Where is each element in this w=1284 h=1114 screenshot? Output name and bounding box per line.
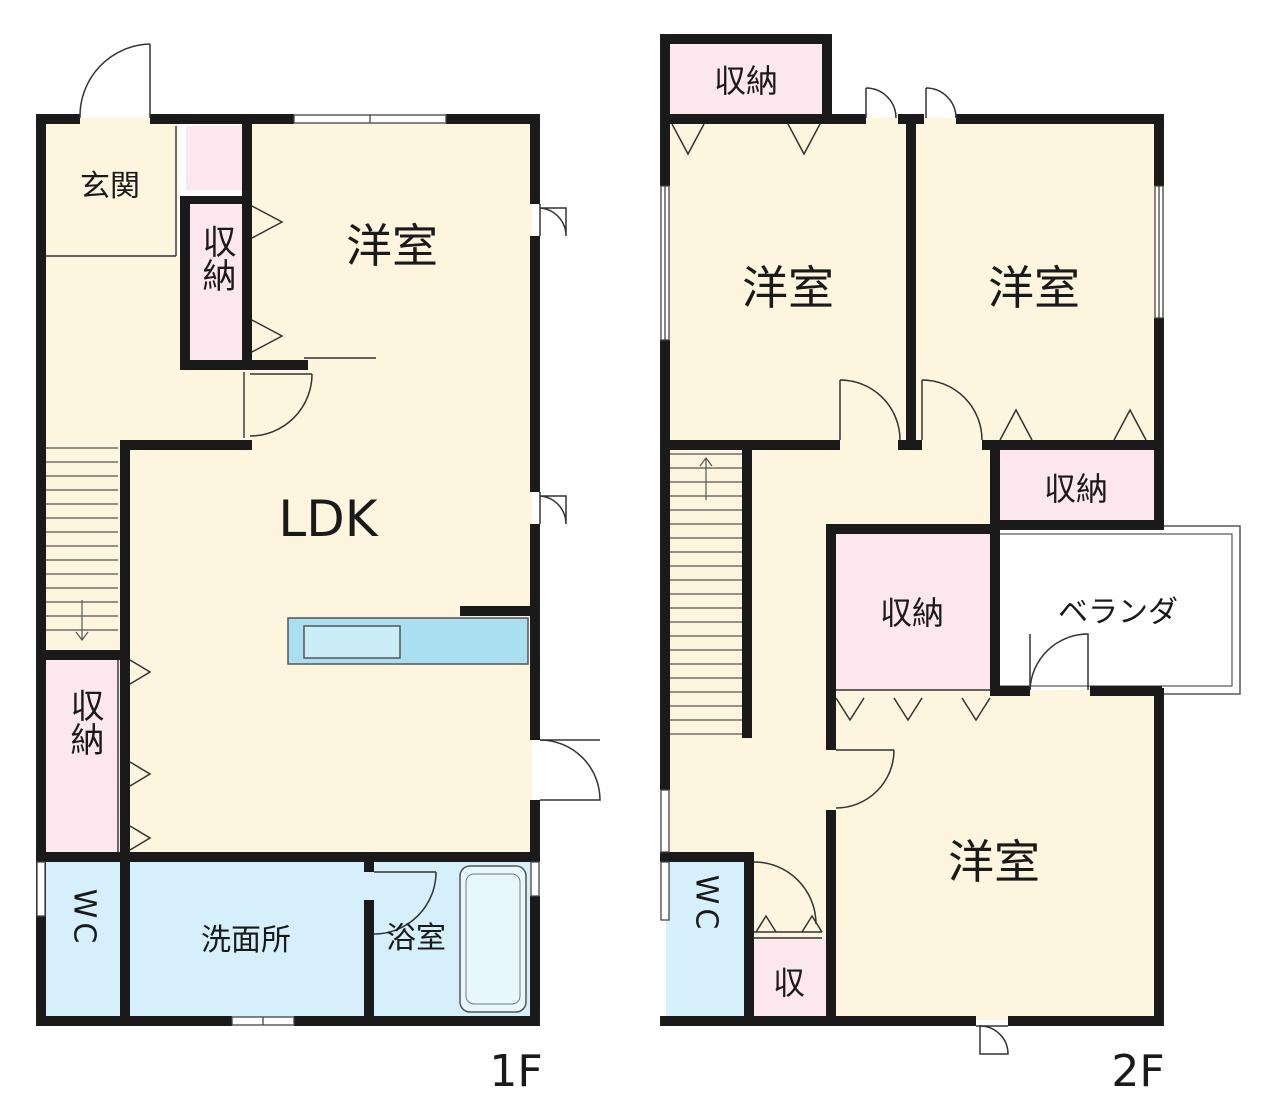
floor-label-1f: 1F: [489, 1046, 542, 1097]
floor-label-2f: 2F: [1111, 1046, 1164, 1097]
storage-top-small: [186, 126, 242, 190]
washroom-label: 洗面所: [201, 923, 291, 958]
walls-1f: [36, 114, 540, 1026]
storage-small-label-2f: 収: [773, 964, 805, 1002]
storage-left-label-1f: 収納: [64, 688, 104, 756]
bathtub: [459, 865, 527, 1013]
western-room-b-label: 洋室: [988, 261, 1080, 315]
windows-1f: [36, 114, 540, 1026]
washroom-area: [124, 858, 370, 1020]
wc-area-2f: [666, 858, 748, 1020]
thin-lines-1f: [46, 126, 376, 852]
storage-center-label-2f: 収納: [880, 594, 944, 632]
doors-1f: [79, 43, 601, 935]
western-room-area: [250, 118, 532, 362]
veranda-label: ベランダ: [1058, 595, 1178, 630]
storage-center-area-2f: [832, 530, 994, 690]
bathroom-label: 浴室: [386, 921, 446, 956]
ldk-label: LDK: [278, 490, 378, 548]
storage-mid-label-2f: 収納: [1044, 470, 1108, 508]
western-room-c-area: [832, 690, 1158, 1020]
stairs-2f: [670, 453, 742, 735]
storage-mid-area-2f: [996, 448, 1158, 526]
doors-2f: [671, 87, 1147, 1055]
wc-label-1f: WC: [67, 889, 102, 948]
western-room-b-area: [912, 118, 1158, 448]
bathtub-inner: [465, 873, 521, 1005]
western-room-label-1f: 洋室: [346, 219, 438, 273]
floor-1: 玄関 洋室 収納 LDK 収納 WC 洗面所 浴室 1F: [36, 43, 601, 1097]
storage-top-area-2f: [666, 40, 826, 118]
western-room-c-label: 洋室: [948, 835, 1040, 889]
windows-2f: [660, 185, 1164, 921]
wc-area: [40, 858, 124, 1020]
kitchen-sink: [303, 625, 401, 659]
western-room-a-area: [666, 118, 906, 448]
storage-small-area-2f: [752, 940, 826, 1020]
storage-top-label-1f: 収納: [196, 224, 236, 292]
thin-lines-2f: [754, 689, 990, 939]
floor-2: 収納 洋室 洋室 収納 収納 ベランダ 洋室 WC 収 2F: [660, 34, 1241, 1097]
kitchen-backwall: [460, 606, 532, 616]
western-room-a-label: 洋室: [742, 261, 834, 315]
entrance-area: [40, 118, 178, 256]
storage-left-area: [46, 656, 122, 856]
storage-top-label-2f: 収納: [714, 62, 778, 100]
entrance-label: 玄関: [80, 169, 140, 204]
stairs-1f: [46, 447, 118, 641]
wc-label-2f: WC: [689, 875, 724, 934]
walls-2f: [660, 34, 1164, 1026]
storage-top-area: [186, 204, 242, 360]
